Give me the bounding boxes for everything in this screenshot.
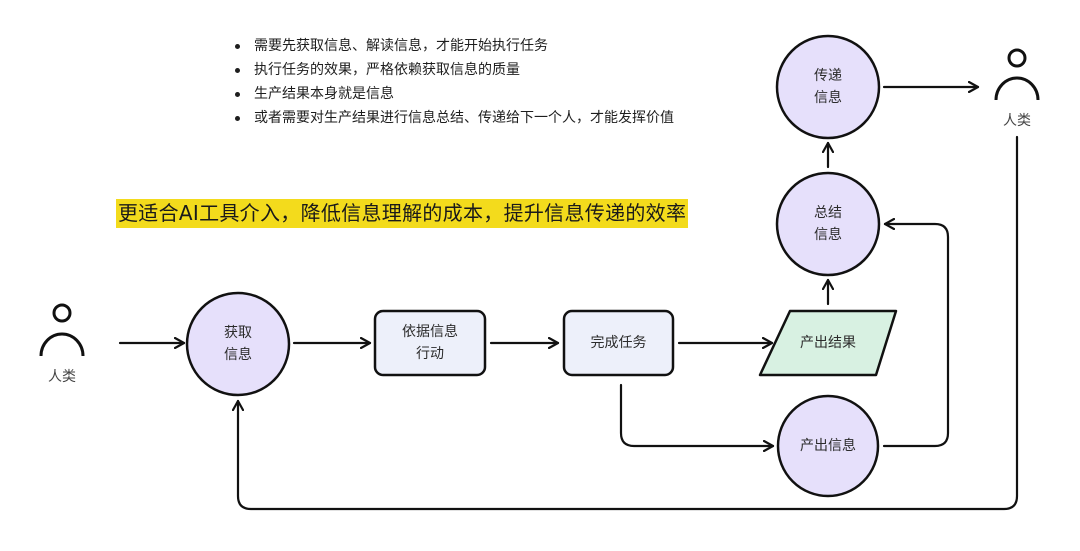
label-line: 行动: [416, 346, 444, 362]
node-output-info-label: 产出信息: [800, 438, 856, 454]
node-transfer-info: [775, 34, 881, 140]
person-label-left: 人类: [48, 369, 76, 385]
label-line: 依据信息: [402, 324, 458, 340]
node-acquire-info-label: 获取 信息: [198, 322, 278, 366]
label-line: 信息: [814, 90, 842, 106]
label-line: 传递: [814, 68, 842, 84]
arrow-complete-to-output-info: [619, 383, 775, 446]
label-line: 获取: [224, 325, 252, 341]
note-item: 或者需要对生产结果进行信息总结、传递给下一个人，才能发挥价值: [232, 106, 722, 130]
node-produce-result: [758, 309, 898, 377]
note-item: 需要先获取信息、解读信息，才能开始执行任务: [232, 34, 722, 58]
label-line: 信息: [814, 227, 842, 243]
node-transfer-info-label: 传递 信息: [788, 65, 868, 109]
node-summarize-info-label: 总结 信息: [788, 202, 868, 246]
node-acquire-info: [185, 291, 291, 397]
node-complete-task: [562, 309, 675, 377]
note-item: 生产结果本身就是信息: [232, 82, 722, 106]
person-icon-left: [39, 303, 85, 357]
notes-list: 需要先获取信息、解读信息，才能开始执行任务 执行任务的效果，严格依赖获取信息的质…: [232, 34, 722, 130]
node-act-on-info: [373, 309, 487, 377]
highlight-callout: 更适合AI工具介入，降低信息理解的成本，提升信息传递的效率: [116, 199, 689, 228]
node-summarize-info: [775, 171, 881, 277]
node-produce-result-label: 产出结果: [800, 335, 856, 351]
node-complete-task-label: 完成任务: [590, 335, 647, 351]
node-output-info: [776, 394, 880, 498]
person-icon-right: [994, 48, 1040, 101]
label-line: 信息: [224, 347, 252, 363]
label-line: 总结: [814, 205, 842, 221]
note-item: 执行任务的效果，严格依赖获取信息的质量: [232, 58, 722, 82]
arrow-output-info-to-summarize: [882, 224, 950, 448]
node-act-on-info-label: 依据信息 行动: [375, 321, 485, 365]
arrow-person-loop-to-acquire: [238, 135, 1019, 511]
person-label-right: 人类: [1003, 113, 1031, 129]
